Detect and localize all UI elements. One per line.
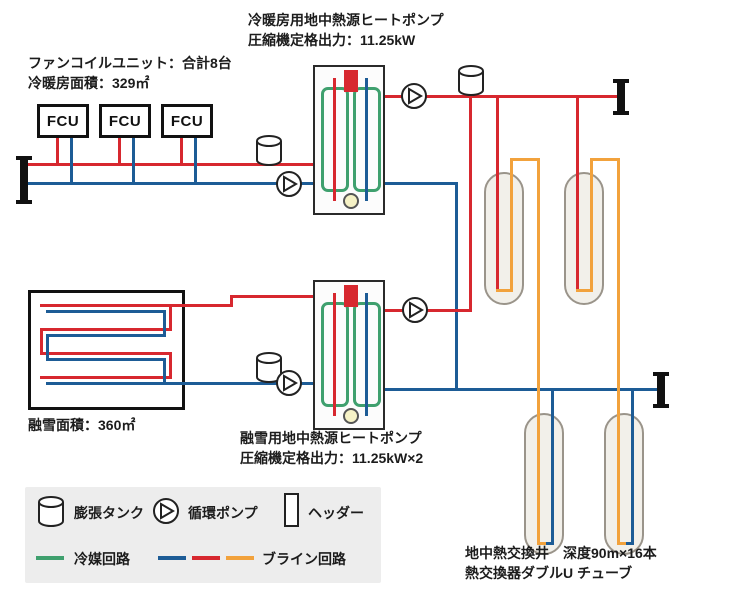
legend-circulation-pump-label: 循環ポンプ: [188, 505, 258, 521]
pipe-hp1-brine-return: [385, 182, 458, 185]
borehole-well-1: [484, 172, 524, 305]
pipe-well2-ubend: [576, 289, 593, 292]
pipe-well3-return-riser: [551, 388, 554, 545]
wells-type-label: 熱交換器ダブルU チューブ: [465, 565, 633, 581]
sight-glass-icon: [343, 408, 359, 424]
pipe-brine-supply-top: [385, 95, 617, 98]
snow-coil-segment: [163, 358, 166, 385]
refrigerant-line: [333, 293, 336, 416]
snow-coil-segment: [40, 304, 232, 307]
legend-expansion-tank-icon: [36, 495, 66, 532]
hp2-title: 融雪用地中熱源ヒートポンプ: [240, 430, 422, 446]
header-bottom-right: [653, 372, 669, 408]
expansion-tank-icon: [456, 64, 486, 101]
compressor-icon: [344, 70, 358, 92]
borehole-well-4: [604, 413, 644, 555]
refrigerant-line: [333, 78, 336, 201]
borehole-well-3: [524, 413, 564, 555]
snow-coil-segment: [46, 334, 49, 361]
compressor-icon: [344, 285, 358, 307]
legend-brine-label: ブライン回路: [262, 551, 346, 567]
snow-coil-segment: [46, 334, 166, 337]
fcu-label: FCU: [170, 112, 204, 130]
pipe-fcu2-return-stub: [132, 138, 135, 185]
snow-melting-field: [28, 290, 185, 410]
legend-brine-orange-swatch: [226, 556, 254, 560]
legend-brine-red-swatch: [192, 556, 220, 560]
circulation-pump-icon: [275, 170, 303, 203]
circulation-pump-icon: [401, 296, 429, 329]
fcu-box-2: FCU: [99, 104, 151, 138]
snow-area-label: 融雪面積：360㎡: [28, 417, 136, 433]
snow-coil-segment: [169, 304, 172, 331]
snow-coil-segment: [40, 328, 172, 331]
pipe-well1-inlet: [496, 95, 499, 291]
pipe-snow-return: [46, 382, 313, 385]
snow-coil-segment: [169, 352, 172, 379]
refrigerant-line: [365, 78, 368, 201]
fcu-area-label: 冷暖房面積：329㎡: [28, 75, 150, 91]
snow-coil-segment: [40, 328, 43, 355]
fcu-count-label: ファンコイルユニット：合計8台: [28, 55, 232, 71]
legend-panel: [25, 487, 381, 583]
hp1-title: 冷暖房用地中熱源ヒートポンプ: [248, 12, 444, 28]
pipe-well3-inlet-drop: [537, 158, 540, 545]
circulation-pump-icon: [400, 82, 428, 115]
pipe-well2-crossover: [590, 158, 620, 161]
header-top-right: [613, 79, 629, 115]
heat-pump-2: [313, 280, 385, 430]
legend-refrigerant-line-swatch: [36, 556, 64, 560]
pipe-well3-ubend-in: [537, 542, 546, 545]
pipe-brine-return-bus: [385, 388, 657, 391]
legend-circulation-pump-icon: [152, 497, 180, 530]
sight-glass-icon: [343, 193, 359, 209]
circulation-pump-icon: [275, 369, 303, 402]
pipe-fcu3-return-stub: [194, 138, 197, 185]
legend-expansion-tank-label: 膨張タンク: [74, 505, 144, 521]
fcu-box-3: FCU: [161, 104, 213, 138]
pipe-fcu2-supply-stub: [118, 138, 121, 166]
snow-coil-segment: [40, 376, 172, 379]
pipe-hp2-brine-supply: [385, 309, 472, 312]
wells-spec-label: 地中熱交換井 深度90m×16本: [465, 545, 657, 561]
legend-header-label: ヘッダー: [308, 505, 364, 521]
pipe-well3-ubend-out: [546, 542, 554, 545]
legend-refrigerant-label: 冷媒回路: [74, 551, 130, 567]
pipe-well4-ubend-out: [626, 542, 634, 545]
snow-coil-segment: [40, 352, 172, 355]
pipe-chw-return-bus: [28, 182, 313, 185]
expansion-tank-icon: [254, 134, 284, 171]
pipe-well4-inlet-drop: [617, 158, 620, 545]
pipe-well2-inlet: [576, 95, 579, 291]
borehole-well-2: [564, 172, 604, 305]
legend-header-icon: [284, 493, 299, 527]
header-left: [16, 156, 32, 204]
pipe-well4-return-riser: [631, 388, 634, 545]
refrigerant-line: [365, 293, 368, 416]
snow-coil-segment: [46, 358, 166, 361]
pipe-fcu1-supply-stub: [56, 138, 59, 166]
pipe-well1-ubend: [496, 289, 513, 292]
pipe-well2-outlet-riser: [590, 158, 593, 292]
legend-brine-blue-swatch: [158, 556, 186, 560]
pipe-well1-outlet-riser: [510, 158, 513, 292]
snow-coil-segment: [46, 310, 166, 313]
snow-coil-segment: [163, 310, 166, 337]
fcu-label: FCU: [108, 112, 142, 130]
pipe-brine-return-drop: [455, 182, 458, 391]
pipe-snow-supply: [230, 295, 313, 298]
hp1-spec: 圧縮機定格出力：11.25kW: [248, 32, 416, 48]
pipe-chw-supply-bus: [28, 163, 313, 166]
pipe-fcu1-return-stub: [70, 138, 73, 185]
pipe-well1-crossover: [510, 158, 540, 161]
heat-pump-1: [313, 65, 385, 215]
fcu-box-1: FCU: [37, 104, 89, 138]
fcu-label: FCU: [46, 112, 80, 130]
pipe-fcu3-supply-stub: [180, 138, 183, 166]
pipe-hp2-brine-supply-riser: [469, 95, 472, 312]
pipe-well4-ubend-in: [617, 542, 626, 545]
hp2-spec: 圧縮機定格出力：11.25kW×2: [240, 450, 424, 466]
pipe-snow-supply-jog: [230, 295, 233, 307]
